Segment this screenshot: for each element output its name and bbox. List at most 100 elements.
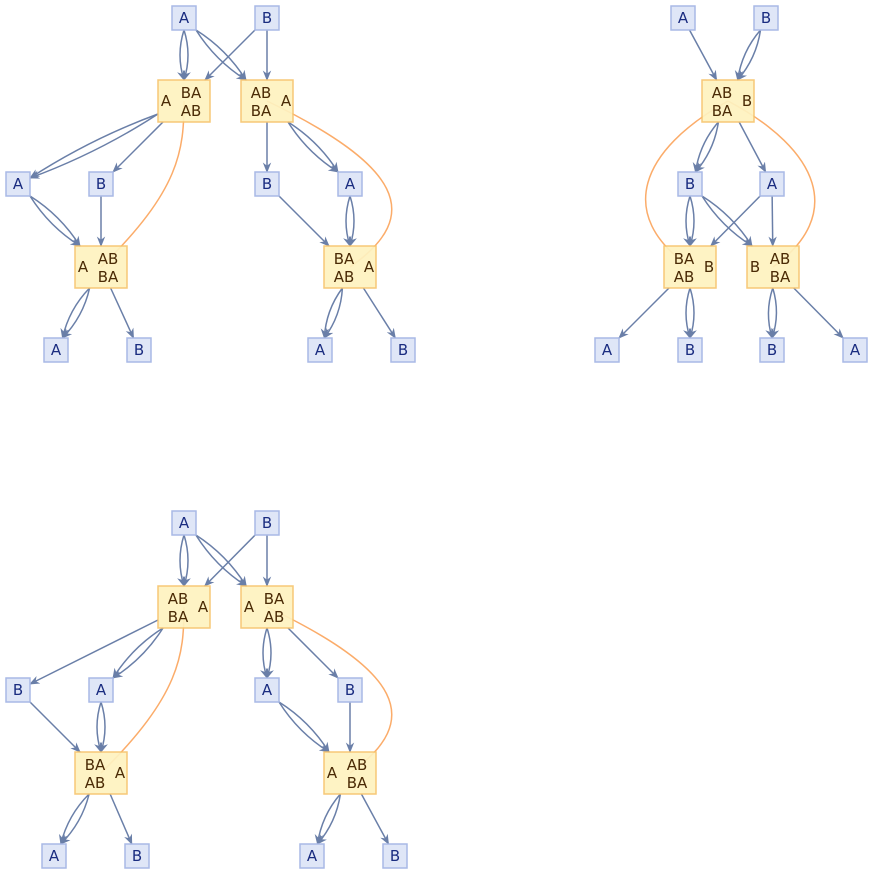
- token-edge: [195, 29, 247, 81]
- event-side-label: A: [364, 258, 375, 276]
- token-node[interactable]: A: [43, 337, 69, 363]
- node-box: [124, 843, 150, 869]
- token-edge: [738, 121, 767, 173]
- token-edge: [734, 29, 762, 82]
- token-node[interactable]: A: [842, 337, 868, 363]
- token-edge: [29, 113, 159, 179]
- token-label: B: [13, 681, 23, 699]
- token-node[interactable]: B: [759, 337, 785, 363]
- event-rule-line: BA: [334, 250, 355, 268]
- token-node[interactable]: A: [299, 843, 325, 869]
- event-rule-line: AB: [168, 590, 189, 608]
- token-node[interactable]: A: [88, 677, 114, 703]
- token-node[interactable]: B: [677, 171, 703, 197]
- token-edge: [29, 195, 81, 247]
- token-edge: [692, 121, 719, 174]
- token-edge: [683, 287, 692, 340]
- token-label: B: [262, 175, 272, 193]
- token-node[interactable]: B: [753, 5, 779, 31]
- token-edge: [260, 627, 269, 680]
- token-edge: [195, 534, 248, 587]
- token-node[interactable]: A: [171, 5, 197, 31]
- node-box: [323, 245, 377, 289]
- token-edge: [278, 195, 330, 247]
- token-edge: [278, 701, 330, 753]
- token-edge: [94, 701, 103, 754]
- token-edge: [29, 701, 81, 753]
- node-box: [43, 337, 69, 363]
- token-node[interactable]: A: [759, 171, 785, 197]
- node-box: [254, 5, 280, 31]
- node-box: [240, 79, 294, 123]
- token-edge: [701, 195, 753, 247]
- node-box: [240, 585, 294, 629]
- token-node[interactable]: B: [337, 677, 363, 703]
- node-box: [337, 677, 363, 703]
- token-edge: [61, 287, 91, 339]
- token-node[interactable]: A: [5, 171, 31, 197]
- token-label: B: [390, 847, 400, 865]
- token-node[interactable]: A: [307, 337, 333, 363]
- token-node[interactable]: B: [254, 510, 280, 536]
- token-node[interactable]: A: [670, 5, 696, 31]
- token-label: B: [262, 9, 272, 27]
- node-box: [663, 245, 717, 289]
- token-label: A: [602, 341, 613, 359]
- token-edge: [204, 29, 256, 81]
- token-node[interactable]: B: [390, 337, 416, 363]
- token-label: A: [96, 681, 107, 699]
- token-node[interactable]: A: [594, 337, 620, 363]
- token-node[interactable]: B: [124, 843, 150, 869]
- node-box: [701, 79, 755, 123]
- token-edge: [768, 195, 777, 248]
- token-edge: [29, 113, 159, 179]
- event-rule-line: BA: [264, 590, 285, 608]
- token-node[interactable]: B: [254, 5, 280, 31]
- token-edge: [59, 793, 90, 846]
- token-edge: [177, 29, 186, 82]
- token-node[interactable]: B: [5, 677, 31, 703]
- token-edge: [710, 195, 761, 247]
- event-rule-line: AB: [770, 250, 791, 268]
- token-edge: [109, 793, 133, 845]
- token-node[interactable]: B: [382, 843, 408, 869]
- token-label: A: [179, 9, 190, 27]
- token-node[interactable]: A: [337, 171, 363, 197]
- token-node[interactable]: B: [254, 171, 280, 197]
- token-node[interactable]: A: [254, 677, 280, 703]
- token-edge: [314, 793, 341, 846]
- event-rule-line: BA: [98, 268, 119, 286]
- event-rule-line: AB: [85, 774, 106, 792]
- token-node[interactable]: B: [126, 337, 152, 363]
- causal-edge: [266, 606, 393, 774]
- token-node[interactable]: B: [88, 171, 114, 197]
- token-edge: [204, 534, 256, 587]
- token-edge: [287, 627, 339, 679]
- node-box: [171, 5, 197, 31]
- token-node[interactable]: B: [677, 337, 703, 363]
- token-label: A: [678, 9, 689, 27]
- node-box: [254, 510, 280, 536]
- token-edge: [736, 29, 762, 81]
- event-rule-line: AB: [181, 102, 202, 120]
- token-node[interactable]: A: [171, 510, 197, 536]
- node-box: [759, 171, 785, 197]
- token-edge: [265, 627, 274, 680]
- event-side-label: A: [281, 92, 292, 110]
- token-node[interactable]: A: [41, 843, 67, 869]
- node-box: [323, 751, 377, 795]
- node-box: [753, 5, 779, 31]
- token-label: B: [685, 175, 695, 193]
